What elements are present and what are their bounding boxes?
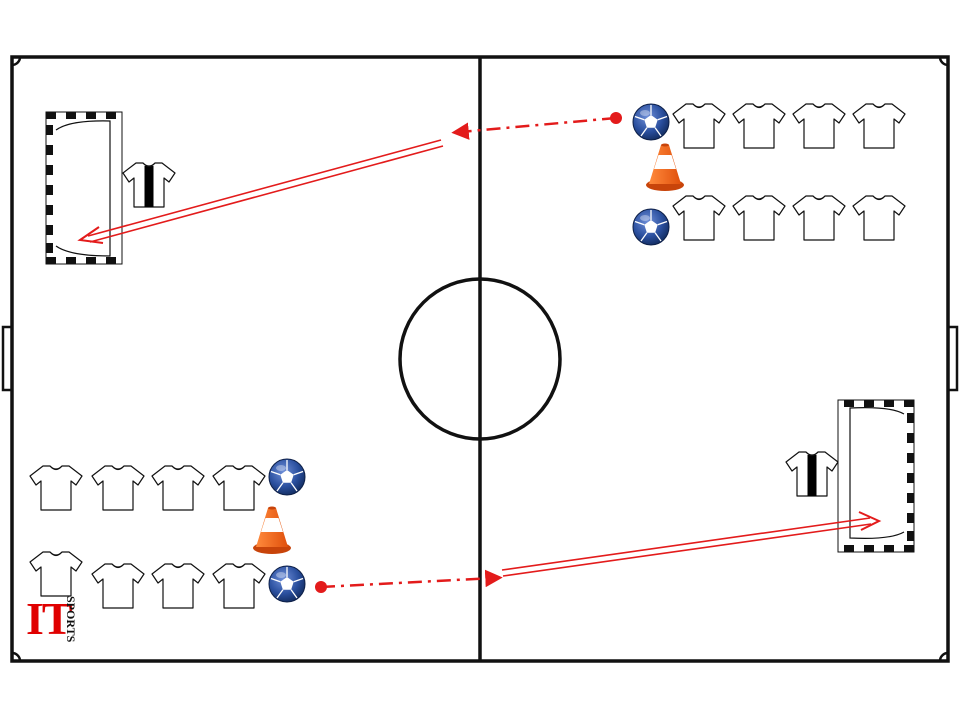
shot-arrow: [501, 517, 871, 571]
shot-arrow-head: [77, 226, 104, 244]
goalkeeper-shirt-icon: [785, 451, 839, 497]
player-shirt-icon: [732, 103, 786, 149]
corner-arc-tl: [11, 56, 22, 67]
shot-arrow-head: [858, 511, 882, 531]
player-group-bottom-left: [29, 458, 306, 609]
player-shirt-icon: [29, 465, 83, 511]
pitch-lines: [1, 55, 959, 663]
player-shirt-icon: [852, 103, 906, 149]
goalkeeper-shirt-icon: [122, 162, 176, 208]
pass-arrows: [315, 112, 622, 593]
shot-arrows: [77, 139, 882, 577]
player-shirt-icon: [29, 551, 83, 597]
player-shirt-icon: [792, 103, 846, 149]
player-shirt-icon: [151, 563, 205, 609]
corner-arc-bl: [11, 651, 22, 662]
logo-main-text: IT: [26, 593, 73, 644]
goal-right: [837, 399, 915, 553]
left-goal-box: [1, 325, 14, 392]
corner-arc-tr: [938, 56, 949, 67]
player-group-top-right: [632, 103, 906, 246]
right-goal-box: [946, 325, 959, 392]
cone-icon: [646, 143, 684, 191]
ball-icon: [268, 565, 306, 603]
logo-sub-text: SPORTS: [64, 596, 78, 643]
it-sports-logo: IT SPORTS: [26, 594, 86, 656]
shot-arrow: [87, 139, 442, 237]
goal-left: [45, 111, 123, 265]
player-shirt-icon: [212, 563, 266, 609]
pass-arrow: [451, 112, 622, 140]
player-shirt-icon: [792, 195, 846, 241]
player-shirt-icon: [212, 465, 266, 511]
ball-icon: [632, 208, 670, 246]
player-shirt-icon: [91, 465, 145, 511]
player-shirt-icon: [151, 465, 205, 511]
ball-icon: [268, 458, 306, 496]
cone-icon: [253, 506, 291, 554]
player-shirt-icon: [852, 195, 906, 241]
centre-circle: [398, 277, 562, 441]
player-shirt-icon: [732, 195, 786, 241]
shot-arrow: [502, 523, 872, 577]
pass-arrow: [315, 569, 503, 593]
player-shirt-icon: [91, 563, 145, 609]
ball-icon: [632, 103, 670, 141]
shot-arrow: [89, 145, 444, 243]
corner-arc-br: [938, 651, 949, 662]
player-shirt-icon: [672, 103, 726, 149]
player-shirt-icon: [672, 195, 726, 241]
